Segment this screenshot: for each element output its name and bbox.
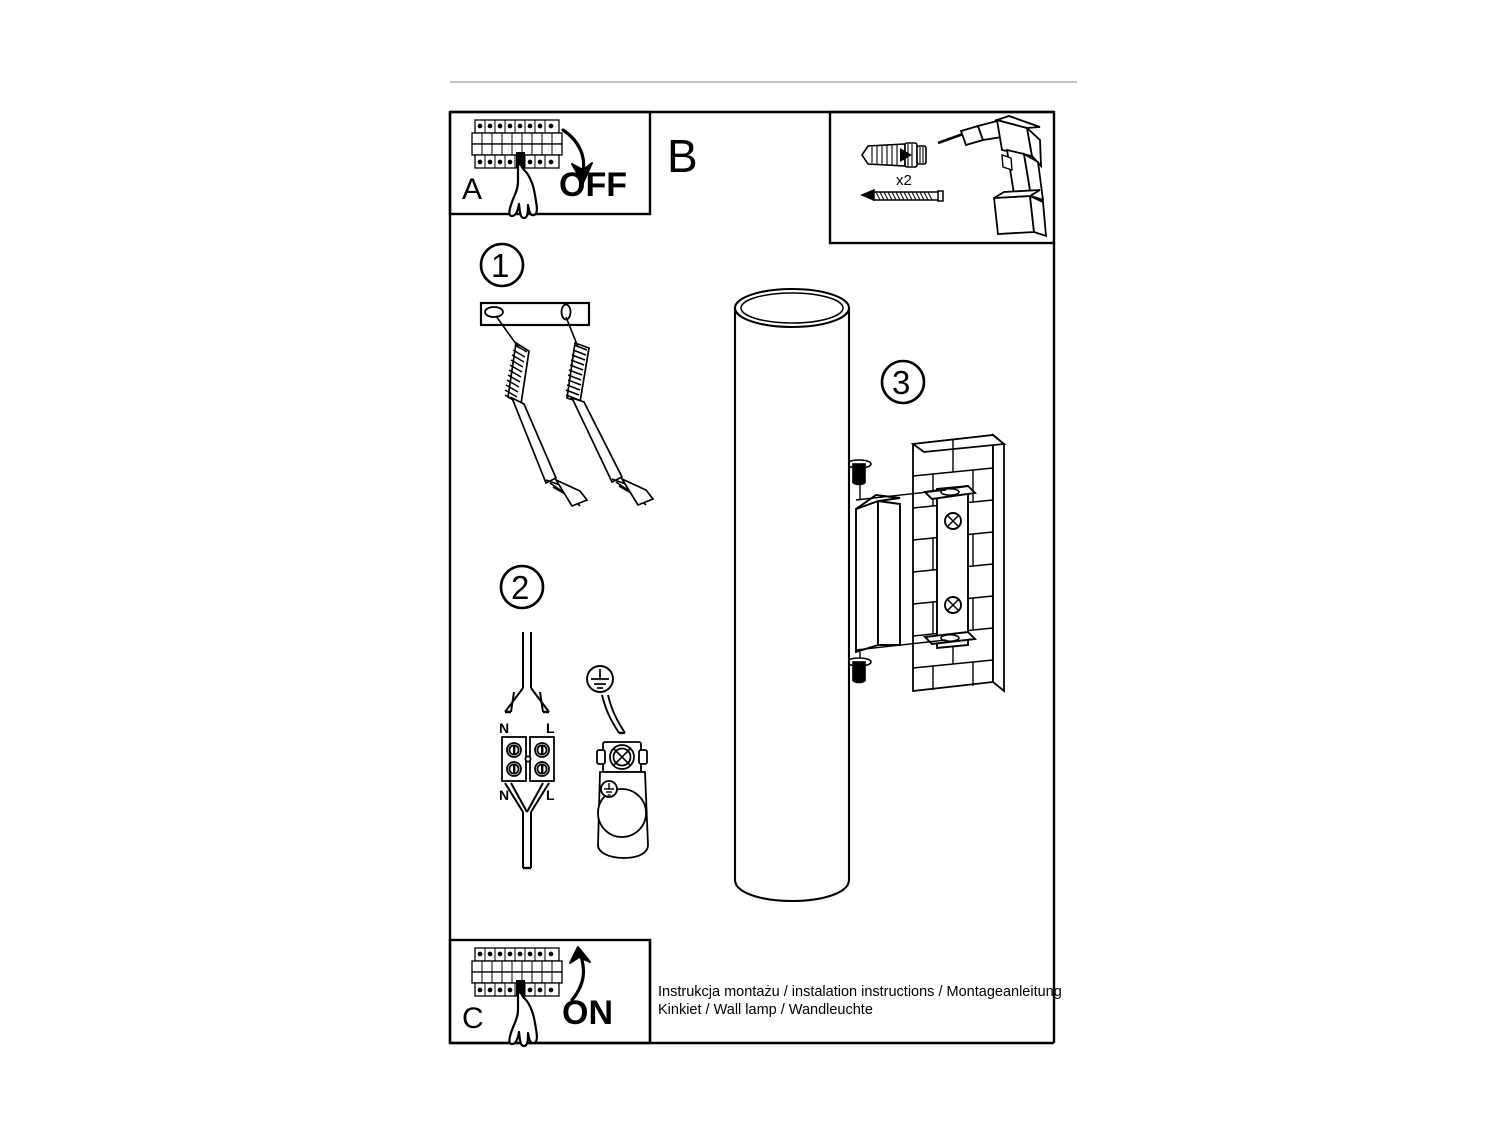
arrow-up-icon xyxy=(569,946,591,1002)
terminal-label-l-top: L xyxy=(546,720,555,736)
wire-left-icon xyxy=(495,315,589,508)
step-2-number: 2 xyxy=(511,569,529,606)
step-3-number: 3 xyxy=(892,364,910,401)
instructions-line-2: Kinkiet / Wall lamp / Wandleuchte xyxy=(658,1002,873,1018)
tools-panel-border xyxy=(828,110,1056,245)
step-2: 2 N L xyxy=(499,564,649,870)
section-b-letter: B xyxy=(667,130,698,182)
cylinder-lamp-body xyxy=(733,287,851,903)
panel-c-action-label: ON xyxy=(562,994,613,1032)
cable-split-top xyxy=(504,632,550,714)
screw-icon xyxy=(860,188,944,202)
panel-a-border xyxy=(448,110,652,216)
ceiling-plate-icon xyxy=(479,301,591,327)
hand-pointing-finger-icon xyxy=(508,162,538,220)
power-drill-icon xyxy=(937,115,1048,238)
fixing-screw-top-icon xyxy=(846,459,872,486)
wall-plug-icon xyxy=(861,142,927,168)
terminal-label-n-top: N xyxy=(499,720,509,736)
instructions-line-1: Instrukcja montażu / instalation instruc… xyxy=(658,984,1062,1000)
panel-tools: x2 xyxy=(828,110,1056,245)
circuit-breaker-panel-icon xyxy=(471,947,563,997)
panel-c-letter: C xyxy=(462,1002,484,1035)
fixing-screw-bottom-icon xyxy=(846,657,872,684)
step-1: 1 xyxy=(479,242,655,508)
tools-quantity-label: x2 xyxy=(896,172,912,189)
step-3: 3 xyxy=(846,359,1007,693)
wire-right-icon xyxy=(565,316,655,507)
arrow-down-icon xyxy=(561,128,593,184)
panel-a-action-label: OFF xyxy=(559,166,627,204)
step-2-circle xyxy=(499,564,545,610)
panel-power-on: C ON xyxy=(448,938,652,1048)
cable-split-bottom xyxy=(504,782,550,870)
lamp-mount-block-icon xyxy=(855,494,901,654)
earth-terminal-icon xyxy=(596,741,649,859)
earth-wire xyxy=(601,694,626,735)
panel-power-off: A OFF xyxy=(448,110,652,220)
hand-pointing-finger-icon xyxy=(508,990,538,1048)
terminal-label-n-bottom: N xyxy=(499,787,509,803)
panel-a-letter: A xyxy=(462,173,482,206)
terminal-block-icon xyxy=(501,736,555,782)
step-1-circle xyxy=(479,242,525,288)
step-1-number: 1 xyxy=(491,247,509,284)
terminal-label-l-bottom: L xyxy=(546,787,555,803)
step-3-circle xyxy=(880,359,926,405)
earth-ground-symbol-icon xyxy=(586,665,614,693)
circuit-breaker-panel-icon xyxy=(471,119,563,169)
